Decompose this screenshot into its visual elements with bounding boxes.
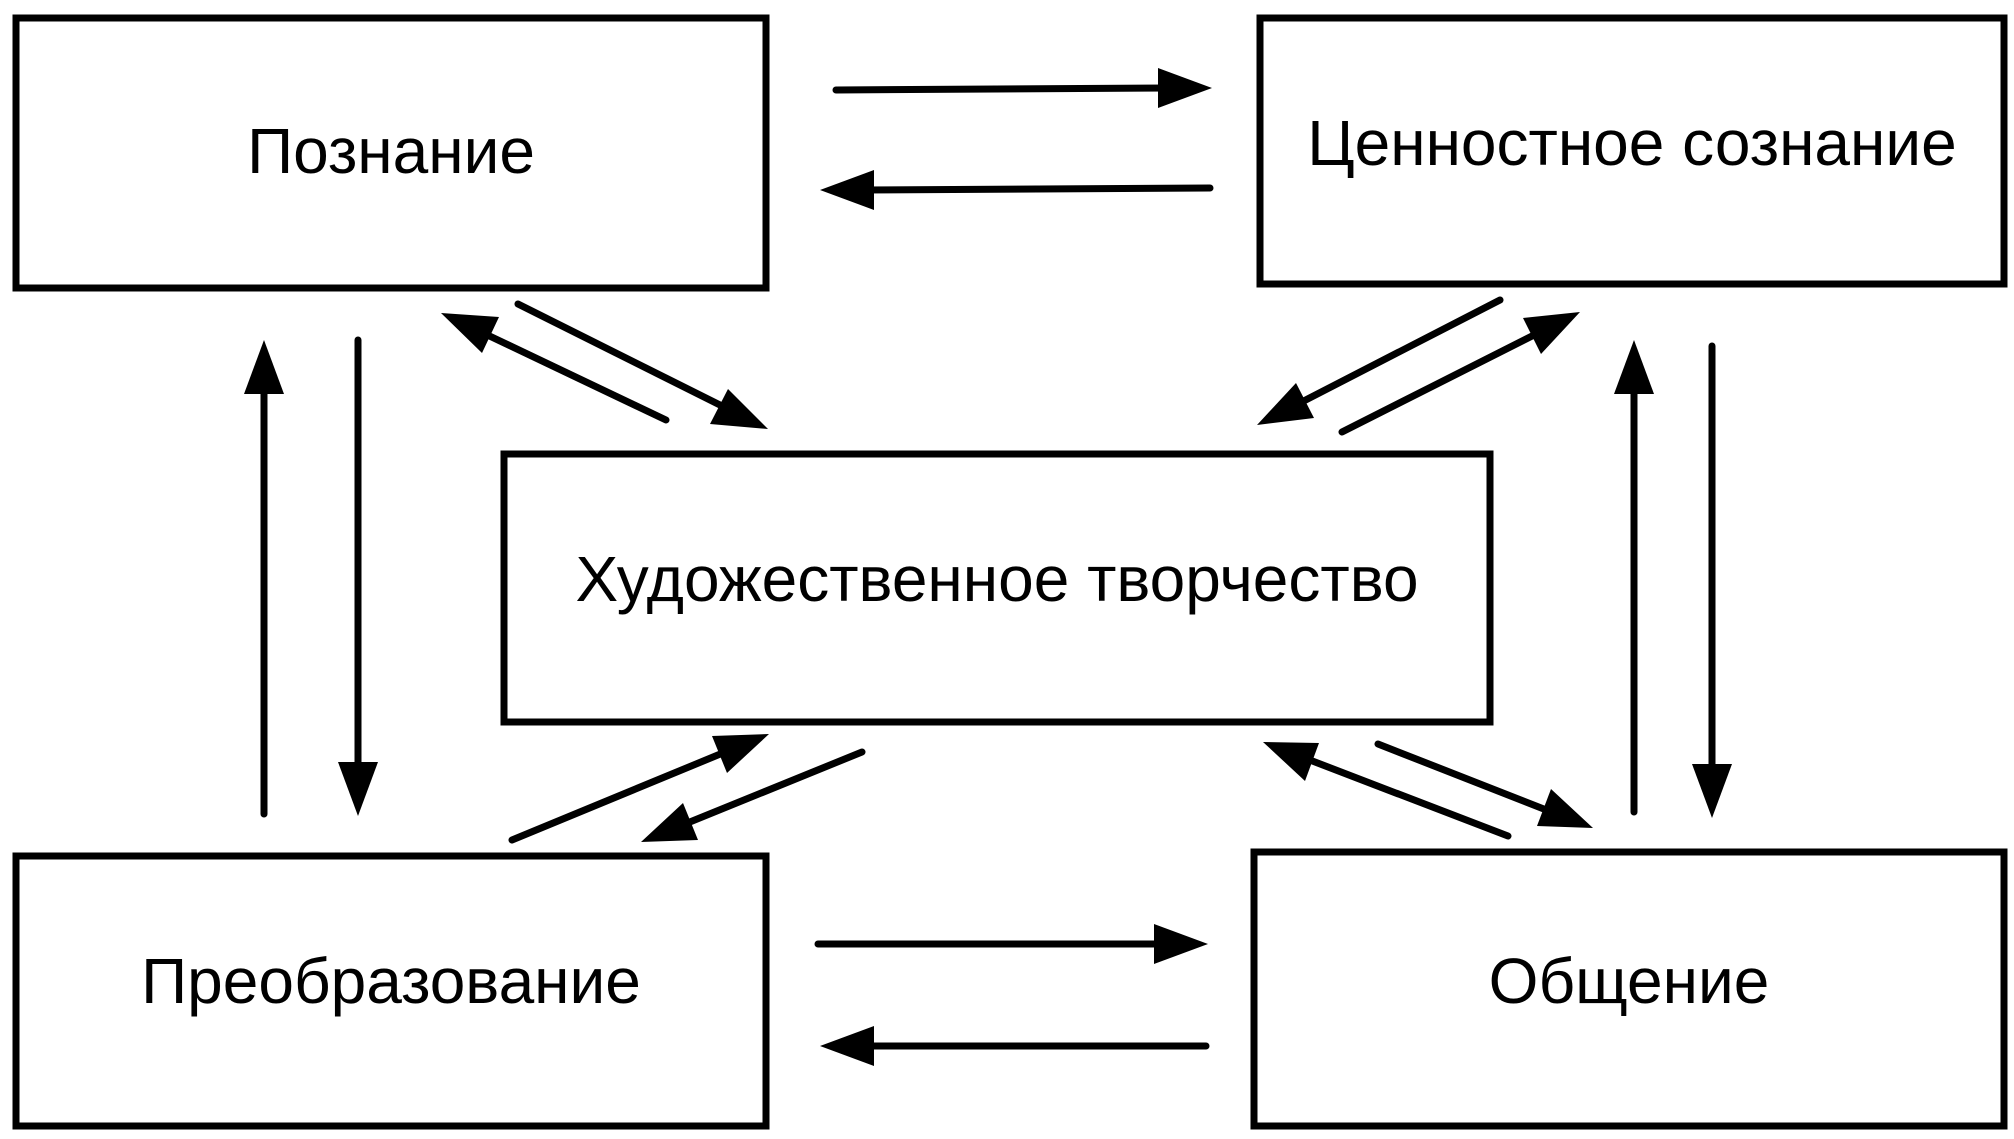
- arrow-communication-to-artistic-creativity: [1263, 742, 1512, 840]
- arrow-value-consciousness-to-cognition: [820, 170, 1214, 210]
- arrow-artistic-creativity-to-cognition: [441, 313, 670, 424]
- arrow-artistic-creativity-to-communication: [1374, 740, 1593, 828]
- node-artistic-creativity-label: Художественное творчество: [575, 543, 1418, 615]
- arrow-transformation-to-communication: [814, 924, 1208, 964]
- arrow-cognition-to-artistic-creativity: [514, 300, 768, 429]
- node-cognition: Познание: [12, 14, 770, 292]
- arrow-transformation-to-artistic-creativity: [508, 734, 769, 844]
- node-cognition-label: Познание: [247, 115, 535, 187]
- arrow-value-consciousness-to-communication: [1692, 342, 1732, 818]
- arrow-artistic-creativity-to-transformation: [641, 748, 866, 842]
- arrow-cognition-to-value-consciousness: [832, 68, 1212, 108]
- arrow-communication-to-value-consciousness: [1614, 340, 1654, 816]
- node-communication: Общение: [1250, 848, 2008, 1130]
- arrow-communication-to-transformation: [820, 1026, 1210, 1066]
- node-value-consciousness-label: Ценностное сознание: [1307, 107, 1956, 179]
- arrow-transformation-to-cognition: [244, 340, 284, 818]
- arrow-cognition-to-transformation: [338, 336, 378, 816]
- node-transformation: Преобразование: [12, 852, 770, 1130]
- node-communication-label: Общение: [1489, 945, 1770, 1017]
- node-value-consciousness: Ценностное сознание: [1256, 14, 2008, 288]
- node-transformation-label: Преобразование: [141, 945, 641, 1017]
- arrow-value-consciousness-to-artistic-creativity: [1257, 296, 1504, 425]
- node-artistic-creativity: Художественное творчество: [500, 450, 1494, 726]
- arrow-artistic-creativity-to-value-consciousness: [1338, 312, 1580, 436]
